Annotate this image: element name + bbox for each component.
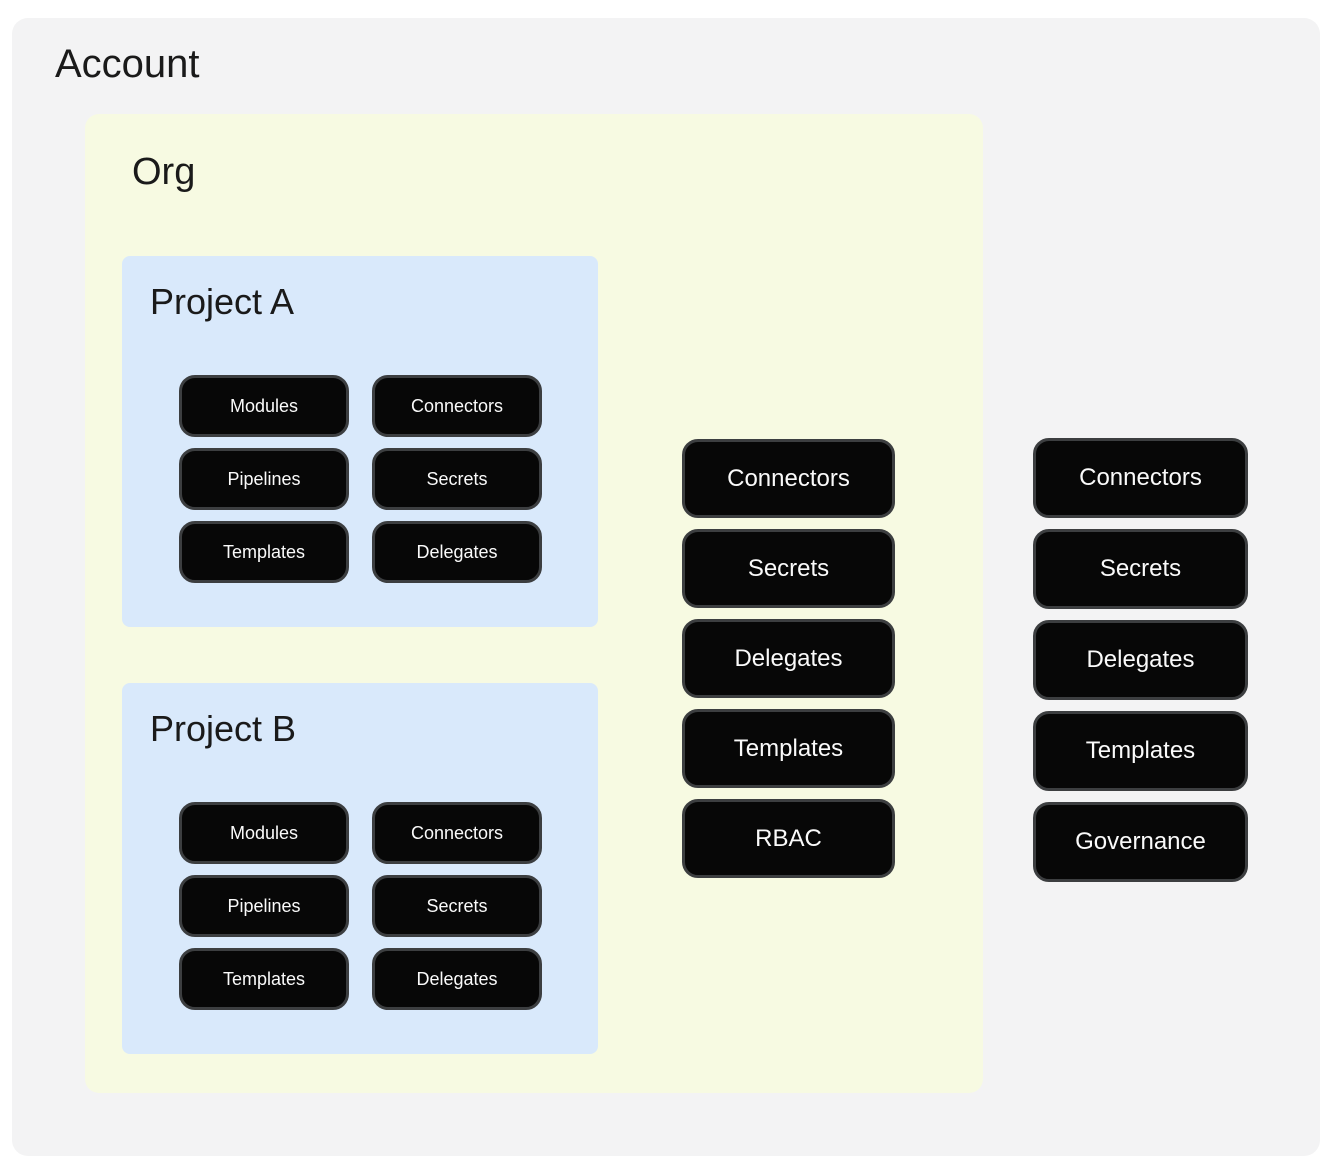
org-rbac-pill: RBAC: [682, 799, 895, 878]
project-b-templates-pill: Templates: [179, 948, 349, 1010]
org-pill-column: Connectors Secrets Delegates Templates R…: [682, 439, 895, 878]
project-b-pill-grid: Modules Connectors Pipelines Secrets Tem…: [179, 802, 542, 1010]
project-b-pipelines-pill: Pipelines: [179, 875, 349, 937]
account-secrets-pill: Secrets: [1033, 529, 1248, 609]
project-a-container: Project A Modules Connectors Pipelines S…: [122, 256, 598, 627]
project-a-templates-pill: Templates: [179, 521, 349, 583]
project-a-pill-grid: Modules Connectors Pipelines Secrets Tem…: [179, 375, 542, 583]
project-b-modules-pill: Modules: [179, 802, 349, 864]
account-governance-pill: Governance: [1033, 802, 1248, 882]
account-label: Account: [55, 42, 200, 86]
account-delegates-pill: Delegates: [1033, 620, 1248, 700]
project-b-delegates-pill: Delegates: [372, 948, 542, 1010]
org-secrets-pill: Secrets: [682, 529, 895, 608]
org-templates-pill: Templates: [682, 709, 895, 788]
project-a-modules-pill: Modules: [179, 375, 349, 437]
project-a-delegates-pill: Delegates: [372, 521, 542, 583]
project-b-connectors-pill: Connectors: [372, 802, 542, 864]
project-b-label: Project B: [150, 708, 297, 749]
project-b-container: Project B Modules Connectors Pipelines S…: [122, 683, 598, 1054]
project-a-secrets-pill: Secrets: [372, 448, 542, 510]
account-pill-column: Connectors Secrets Delegates Templates G…: [1033, 438, 1248, 882]
project-b-secrets-pill: Secrets: [372, 875, 542, 937]
project-a-pipelines-pill: Pipelines: [179, 448, 349, 510]
account-templates-pill: Templates: [1033, 711, 1248, 791]
account-connectors-pill: Connectors: [1033, 438, 1248, 518]
project-a-label: Project A: [150, 281, 295, 322]
org-delegates-pill: Delegates: [682, 619, 895, 698]
account-container: Account Org Project A Modules Connectors…: [12, 18, 1320, 1156]
project-a-connectors-pill: Connectors: [372, 375, 542, 437]
org-connectors-pill: Connectors: [682, 439, 895, 518]
org-label: Org: [132, 151, 196, 193]
org-container: Org Project A Modules Connectors Pipelin…: [85, 114, 983, 1093]
